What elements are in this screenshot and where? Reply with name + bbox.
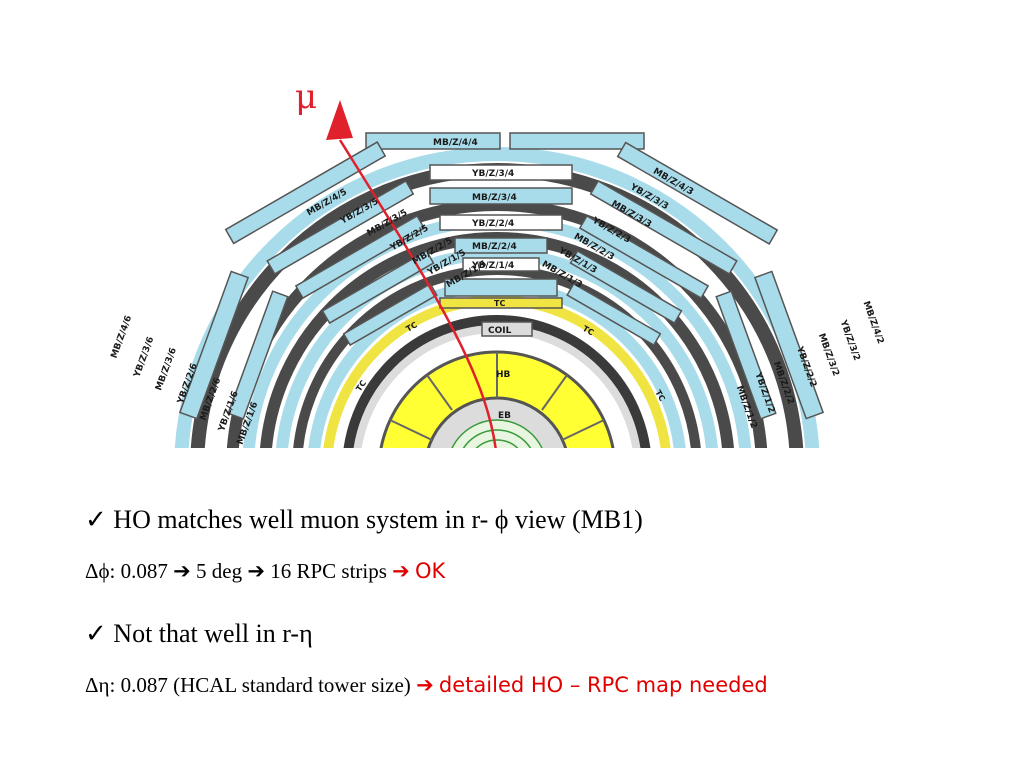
sub-bullet-dphi: Δϕ: 0.087 ➔ 5 deg ➔ 16 RPC strips ➔ OK (85, 559, 445, 584)
dphi-strips: 16 RPC strips (270, 559, 387, 583)
arrow-right-icon: ➔ (173, 559, 191, 583)
check-icon: ✓ (85, 619, 107, 649)
check-icon: ✓ (85, 505, 107, 535)
label-hb: HB (496, 370, 511, 380)
label-tc-top: TC (494, 299, 505, 308)
label-mb-z-3-6: MB/Z/3/6 (154, 347, 179, 392)
label-yb-z-3-6: YB/Z/3/6 (132, 336, 156, 380)
label-mb-z-4-2: MB/Z/4/2 (861, 300, 886, 345)
label-yb-z-3-4: YB/Z/3/4 (471, 169, 514, 179)
bullet-rphi: ✓ HO matches well muon system in r- ϕ vi… (85, 505, 643, 535)
dphi-degrees: 5 deg (196, 559, 243, 583)
label-mb-z-4-4: MB/Z/4/4 (433, 138, 478, 148)
cms-barrel-cross-section: μ MB/Z/4/4 YB/Z/3/4 MB/Z/3/4 YB/Z/2/4 MB… (110, 77, 886, 448)
bullet-reta: ✓ Not that well in r-η (85, 619, 313, 649)
bullet-rphi-text: HO matches well muon system in r- ϕ view… (113, 505, 643, 534)
dphi-value: Δϕ: 0.087 (85, 559, 168, 583)
bullet-reta-text: Not that well in r-η (113, 619, 313, 648)
muon-label: μ (295, 77, 317, 117)
label-mb-z-3-2: MB/Z/3/2 (816, 332, 841, 377)
label-mb-z-4-6: MB/Z/4/6 (110, 314, 135, 359)
label-eb: EB (498, 411, 511, 421)
label-yb-z-3-2: YB/Z/3/2 (837, 318, 861, 362)
label-yb-z-2-4: YB/Z/2/4 (471, 219, 514, 229)
label-coil: COIL (488, 326, 512, 336)
arrow-right-icon: ➔ (247, 559, 265, 583)
label-mb-z-2-4: MB/Z/2/4 (472, 242, 517, 252)
sub-bullet-deta: Δη: 0.087 (HCAL standard tower size) ➔ d… (85, 673, 768, 698)
deta-value: Δη: 0.087 (HCAL standard tower size) (85, 673, 411, 697)
map-needed-note: detailed HO – RPC map needed (438, 673, 768, 697)
arrow-right-icon: ➔ (392, 559, 410, 583)
arrow-right-icon: ➔ (416, 673, 434, 697)
label-yb-z-1-4: YB/Z/1/4 (471, 261, 514, 271)
label-mb-z-3-4: MB/Z/3/4 (472, 193, 517, 203)
ok-status: OK (415, 559, 446, 583)
